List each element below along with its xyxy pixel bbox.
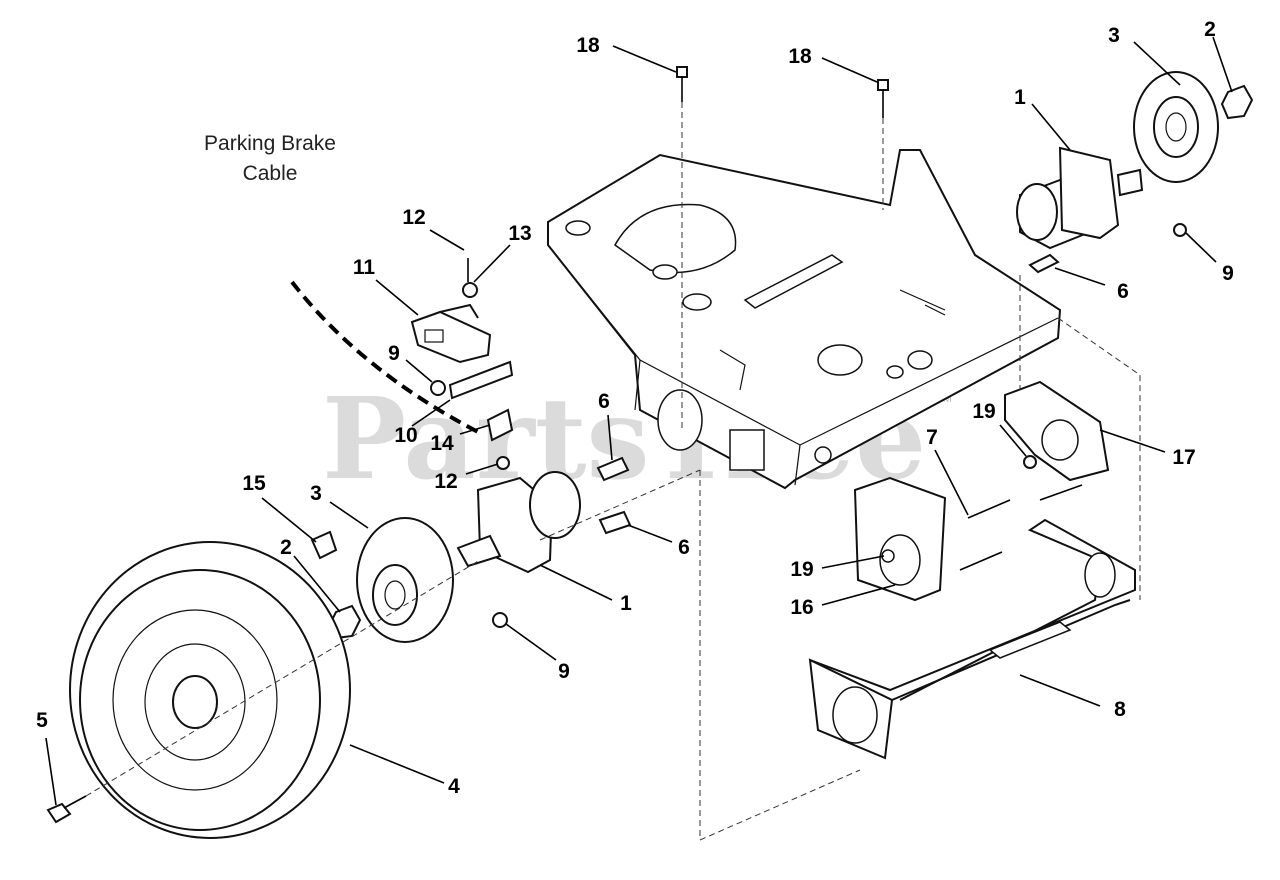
washer-13 — [462, 282, 478, 298]
wheel-tire — [69, 541, 351, 839]
callout-1-left: 1 — [620, 592, 632, 615]
pin-6-upper — [596, 456, 630, 482]
nut-9-bottom — [492, 612, 508, 628]
callouts: 18 18 3 2 1 9 6 13 12 11 9 10 14 12 6 19… — [36, 18, 1234, 798]
parking-brake-cable-note: Parking Brake Cable — [204, 132, 336, 185]
callout-13: 13 — [508, 222, 531, 245]
parking-brake-cable — [290, 280, 479, 434]
nut-19-upper — [1023, 455, 1037, 469]
callout-1-right: 1 — [1014, 86, 1026, 109]
right-nut-9 — [1173, 223, 1187, 237]
callout-2-left: 2 — [280, 536, 292, 559]
brake-bracket-11 — [410, 303, 492, 364]
right-hub-pulley — [1133, 71, 1219, 183]
callout-19-lower: 19 — [790, 558, 813, 581]
callout-2-right: 2 — [1204, 18, 1216, 41]
assembly-line-bottom — [699, 470, 861, 841]
spring-14 — [486, 408, 514, 442]
right-wheel-motor — [1016, 146, 1144, 250]
bracket-16 — [853, 476, 947, 602]
callout-15: 15 — [242, 472, 266, 495]
callout-17: 17 — [1172, 446, 1195, 469]
bolt-18-left — [676, 66, 688, 430]
callout-6-right: 6 — [1117, 280, 1129, 303]
frame-plate — [547, 149, 1062, 490]
callout-8: 8 — [1114, 698, 1126, 721]
right-pin-6 — [1028, 253, 1060, 274]
callout-14: 14 — [430, 432, 454, 455]
lug-bolt-5 — [46, 795, 87, 824]
frame-8 — [808, 518, 1136, 760]
leader-lines — [45, 36, 1233, 806]
callout-4: 4 — [448, 775, 460, 798]
callout-7: 7 — [926, 426, 938, 449]
callout-10: 10 — [394, 424, 417, 447]
note-line-2: Cable — [243, 162, 298, 185]
left-wheel-motor — [456, 471, 581, 574]
bolt-18-right — [877, 79, 889, 210]
key-15 — [310, 530, 338, 560]
callout-6-lower: 6 — [678, 536, 690, 559]
callout-18-right: 18 — [788, 45, 812, 68]
note-line-1: Parking Brake — [204, 132, 336, 155]
callout-19-upper: 19 — [972, 400, 995, 423]
callout-6-upper: 6 — [598, 390, 610, 413]
callout-9-right: 9 — [1222, 262, 1234, 285]
assembly-line-right — [1057, 317, 1141, 600]
callout-3-right: 3 — [1108, 24, 1120, 47]
callout-9-bottom: 9 — [558, 660, 570, 683]
callout-12-upper: 12 — [402, 206, 425, 229]
callout-18-left: 18 — [576, 34, 600, 57]
callout-9-left: 9 — [388, 342, 400, 365]
axle-line — [85, 559, 481, 797]
callout-12-lower: 12 — [434, 470, 457, 493]
pin-6-lower — [598, 510, 632, 535]
brake-plate-10 — [448, 360, 514, 400]
motor-axis-line — [539, 469, 701, 541]
bracket-17 — [1004, 380, 1110, 482]
left-hub-pulley — [356, 517, 454, 643]
callout-16: 16 — [790, 596, 813, 619]
bolt-7 — [959, 484, 1083, 571]
callout-11: 11 — [353, 256, 376, 279]
callout-5: 5 — [36, 709, 48, 732]
callout-3-left: 3 — [310, 482, 322, 505]
right-nut — [1220, 84, 1254, 120]
bolt-12-lower — [496, 456, 510, 470]
nut-9-left — [430, 380, 446, 396]
